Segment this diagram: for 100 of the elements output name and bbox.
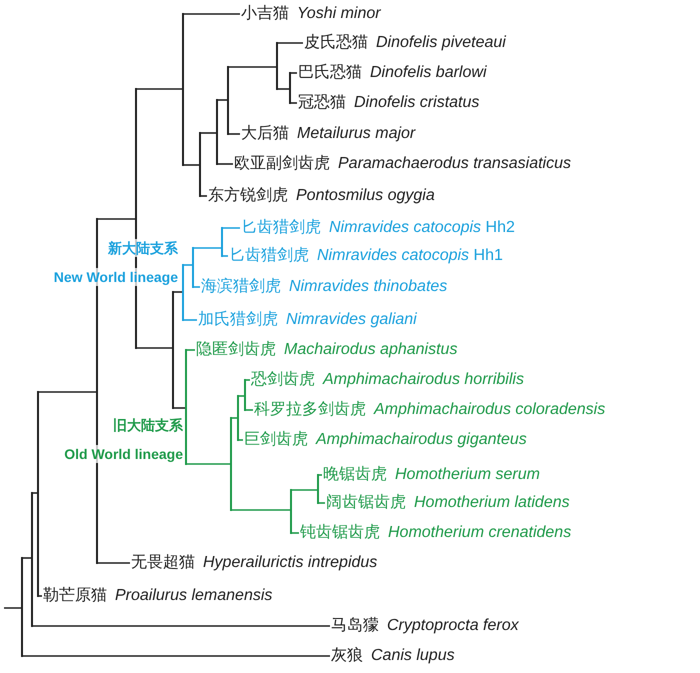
branch-line bbox=[183, 319, 197, 321]
branch-line bbox=[32, 492, 37, 494]
branch-line bbox=[231, 417, 237, 419]
common-name: 巴氏恐猫 bbox=[298, 63, 362, 83]
branch-line bbox=[193, 286, 200, 288]
branch-line bbox=[222, 255, 228, 257]
common-name: 勒芒原猫 bbox=[43, 586, 107, 606]
branch-line bbox=[38, 595, 42, 597]
species-name: Amphimachairodus horribilis bbox=[323, 370, 524, 390]
species-name: Metailurus major bbox=[297, 124, 416, 144]
clade-branch-line bbox=[172, 291, 174, 409]
species-name: Proailurus lemanensis bbox=[115, 586, 272, 606]
branch-line bbox=[136, 347, 172, 349]
branch-line bbox=[22, 655, 330, 657]
clade-branch-line bbox=[221, 227, 223, 257]
species-name: Amphimachairodus giganteus bbox=[316, 430, 527, 450]
clade-branch-line bbox=[216, 99, 218, 165]
branch-line bbox=[245, 379, 250, 381]
branch-line bbox=[231, 509, 290, 511]
species-name: Nimravides catocopis Hh1 bbox=[317, 246, 503, 266]
common-name: 无畏超猫 bbox=[131, 553, 195, 573]
species-name: Cryptoprocta ferox bbox=[387, 616, 519, 636]
branch-line bbox=[32, 625, 330, 627]
branch-line bbox=[318, 502, 325, 504]
common-name: 阔齿锯齿虎 bbox=[326, 493, 406, 513]
common-name: 冠恐猫 bbox=[298, 93, 346, 113]
branch-line bbox=[291, 489, 317, 491]
clade-branch-line bbox=[96, 218, 98, 564]
clade-branch-line bbox=[31, 492, 33, 627]
branch-line bbox=[193, 247, 221, 249]
common-name: 匕齿猎剑虎 bbox=[229, 246, 309, 266]
branch-line bbox=[290, 102, 297, 104]
clade-branch-line bbox=[199, 132, 201, 197]
species-name: Homotherium serum bbox=[395, 465, 540, 485]
branch-line bbox=[238, 439, 243, 441]
branch-line bbox=[136, 88, 182, 90]
branch-line bbox=[228, 66, 276, 68]
common-name: 钝齿锯齿虎 bbox=[300, 523, 380, 543]
species-name: Canis lupus bbox=[371, 646, 455, 666]
common-name: 巨剑齿虎 bbox=[244, 430, 308, 450]
branch-line bbox=[183, 264, 192, 266]
branch-line bbox=[4, 607, 21, 609]
branch-line bbox=[238, 395, 244, 397]
species-name: Paramachaerodus transasiaticus bbox=[338, 154, 572, 174]
species-name: Homotherium latidens bbox=[414, 493, 570, 513]
branch-line bbox=[291, 532, 299, 534]
common-name: 马岛獴 bbox=[331, 616, 379, 636]
clade-branch-line bbox=[276, 42, 278, 90]
branch-line bbox=[186, 349, 195, 351]
common-name: 小吉猫 bbox=[241, 4, 289, 24]
species-name: Homotherium crenatidens bbox=[388, 523, 572, 543]
branch-line bbox=[318, 474, 322, 476]
common-name: 晚锯齿虎 bbox=[323, 465, 387, 485]
common-name: 匕齿猎剑虎 bbox=[241, 218, 321, 238]
common-name: 加氏猎剑虎 bbox=[198, 310, 278, 330]
clade-branch-line bbox=[289, 72, 291, 104]
clade-branch-line bbox=[21, 557, 23, 657]
common-name: 欧亚副剑齿虎 bbox=[234, 154, 330, 174]
clade-branch-line bbox=[237, 395, 239, 441]
branch-line bbox=[38, 391, 96, 393]
clade-branch-line bbox=[192, 247, 194, 288]
branch-line bbox=[222, 227, 240, 229]
branch-line bbox=[183, 164, 199, 166]
branch-line bbox=[290, 72, 297, 74]
branch-line bbox=[228, 133, 240, 135]
common-name: 科罗拉多剑齿虎 bbox=[254, 400, 366, 420]
clade-branch-line bbox=[182, 13, 184, 166]
branch-line bbox=[22, 557, 31, 559]
common-name: 皮氏恐猫 bbox=[304, 33, 368, 53]
clade-branch-line bbox=[135, 88, 137, 349]
clade-branch-line bbox=[230, 417, 232, 511]
clade-branch-line bbox=[227, 66, 229, 135]
branch-line bbox=[277, 42, 303, 44]
common-name: 恐剑齿虎 bbox=[251, 370, 315, 390]
clade-branch-line bbox=[182, 264, 184, 321]
species-name: Nimravides galiani bbox=[286, 310, 417, 330]
branch-line bbox=[173, 407, 185, 409]
species-name: Nimravides catocopis Hh2 bbox=[329, 218, 515, 238]
branch-line bbox=[186, 463, 230, 465]
species-name: Hyperailurictis intrepidus bbox=[203, 553, 378, 573]
clade-label: Old World lineage bbox=[64, 445, 183, 463]
common-name: 灰狼 bbox=[331, 646, 363, 666]
branch-line bbox=[277, 88, 289, 90]
species-name: Machairodus aphanistus bbox=[284, 340, 458, 360]
branch-line bbox=[97, 218, 135, 220]
common-name: 东方锐剑虎 bbox=[208, 186, 288, 206]
clade-label: 新大陆支系 bbox=[108, 239, 178, 257]
branch-line bbox=[217, 163, 233, 165]
species-name: Dinofelis barlowi bbox=[370, 63, 486, 83]
clade-branch-line bbox=[37, 391, 39, 597]
branch-line bbox=[200, 195, 207, 197]
common-name: 大后猫 bbox=[241, 124, 289, 144]
clade-label: New World lineage bbox=[54, 268, 178, 286]
clade-label: 旧大陆支系 bbox=[113, 416, 183, 434]
species-name: Pontosmilus ogygia bbox=[296, 186, 435, 206]
species-name: Dinofelis piveteaui bbox=[376, 33, 506, 53]
common-name: 隐匿剑齿虎 bbox=[196, 340, 276, 360]
branch-line bbox=[245, 409, 253, 411]
species-name: Yoshi minor bbox=[297, 4, 381, 24]
common-name: 海滨猎剑虎 bbox=[201, 277, 281, 297]
